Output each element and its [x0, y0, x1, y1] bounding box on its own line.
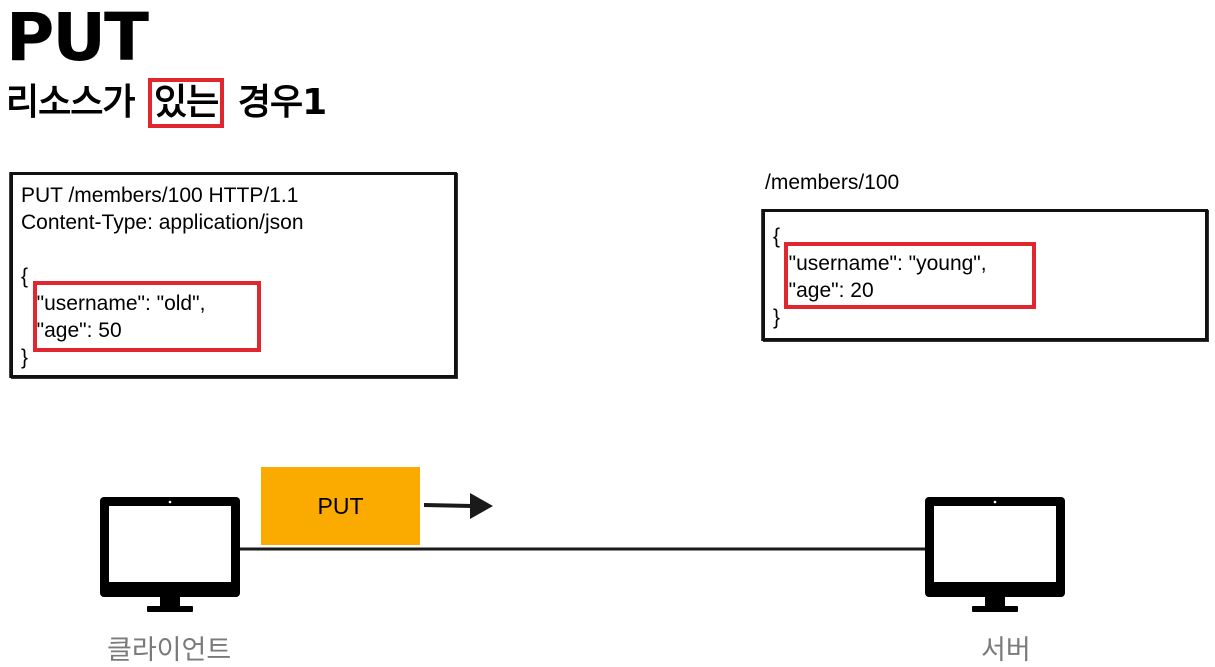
resource-username: "username": "young",	[777, 252, 987, 275]
subtitle-before: 리소스가	[6, 82, 135, 123]
page-subtitle: 리소스가 있는 경우1	[6, 78, 327, 128]
request-header: Content-Type: application/json	[21, 211, 304, 234]
page-title: PUT	[6, 0, 149, 76]
client-label: 클라이언트	[107, 635, 232, 666]
request-body-username: "username": "old",	[25, 292, 206, 315]
resource-close-brace: }	[773, 306, 781, 329]
put-method-badge: PUT	[261, 467, 420, 545]
arrow-icon	[423, 493, 493, 519]
request-body-close-brace: }	[21, 346, 29, 369]
resource-path: /members/100	[765, 171, 900, 194]
subtitle-highlight: 있는	[148, 78, 225, 128]
resource-state-box: { "username": "young", "age": 20 }	[762, 209, 1208, 341]
server-label: 서버	[981, 635, 1031, 666]
server-monitor-icon	[925, 497, 1065, 612]
resource-open-brace: {	[773, 225, 781, 248]
resource-age: "age": 20	[777, 279, 874, 302]
request-body-open-brace: {	[21, 265, 29, 288]
request-line: PUT /members/100 HTTP/1.1	[21, 184, 299, 207]
request-message-box: PUT /members/100 HTTP/1.1 Content-Type: …	[10, 172, 457, 378]
subtitle-after: 경우1	[237, 82, 327, 123]
client-monitor-icon	[100, 497, 240, 612]
request-body-age: "age": 50	[25, 319, 122, 342]
resource-highlight	[784, 242, 1036, 309]
request-body-highlight	[33, 281, 261, 352]
